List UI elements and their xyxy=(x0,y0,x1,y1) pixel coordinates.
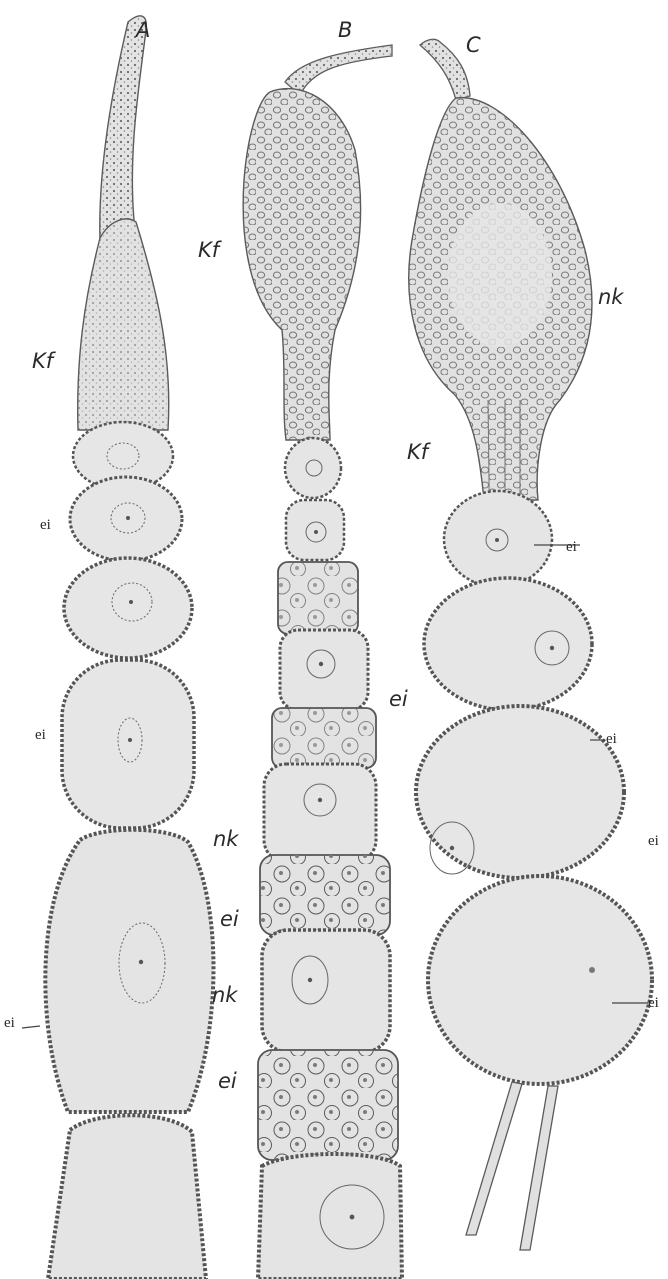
panel-c-follicle-4 xyxy=(428,876,652,1084)
panel-a-follicle-5 xyxy=(45,830,213,1112)
label-c-ei-3: ei xyxy=(648,834,659,849)
panel-a-follicle-4 xyxy=(62,660,194,828)
label-b-nk-1: nk xyxy=(213,829,238,850)
panel-label-b: B xyxy=(338,20,352,41)
panel-c-ovariole xyxy=(409,39,652,1250)
label-c-ei-4: ei xyxy=(648,996,659,1011)
panel-a-follicle-3 xyxy=(64,558,192,658)
label-b-kf: Kf xyxy=(198,240,219,261)
panel-b-follicle-4 xyxy=(264,764,376,862)
panel-c-stalk xyxy=(466,1082,558,1250)
label-c-nk: nk xyxy=(598,287,623,308)
panel-b-follicle-3 xyxy=(280,630,368,710)
label-b-nk-2: nk xyxy=(212,985,237,1006)
panel-b-ovariole xyxy=(243,45,402,1279)
panel-a-ovariole xyxy=(45,16,213,1279)
panel-a-follicle-6 xyxy=(48,1115,206,1279)
panel-label-a: A xyxy=(136,20,150,41)
label-c-ei-1: ei xyxy=(566,540,577,555)
panel-label-c: C xyxy=(466,35,481,56)
label-b-ei-2: ei xyxy=(220,909,239,930)
panel-b-follicle-6 xyxy=(258,1154,402,1279)
label-a-kf: Kf xyxy=(32,351,53,372)
panel-b-follicle-1 xyxy=(285,438,341,498)
label-a-ei-3: ei xyxy=(4,1016,15,1031)
panel-a-follicle-2 xyxy=(70,477,182,561)
panel-b-follicle-2 xyxy=(286,500,344,560)
label-a-ei-1: ei xyxy=(40,518,51,533)
label-b-ei-3: ei xyxy=(218,1071,237,1092)
label-c-kf: Kf xyxy=(407,442,428,463)
label-a-ei-2: ei xyxy=(35,728,46,743)
panel-c-follicle-2 xyxy=(424,578,592,710)
label-c-ei-2: ei xyxy=(606,732,617,747)
panel-c-follicle-3 xyxy=(416,706,624,878)
label-b-ei-1: ei xyxy=(389,689,408,710)
